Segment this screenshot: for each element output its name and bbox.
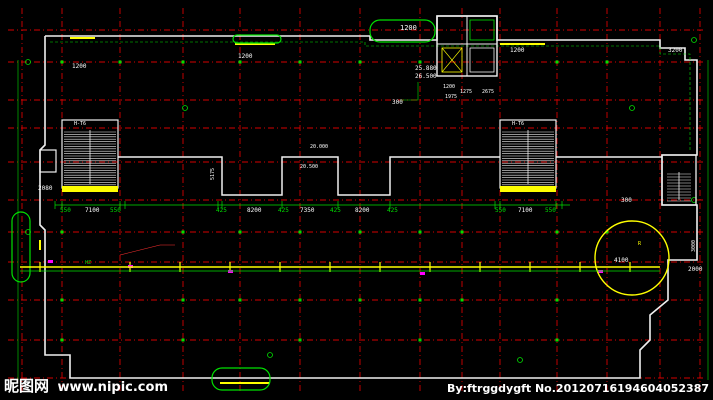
column-mark [418, 338, 422, 342]
dim-425-b: 425 [278, 207, 289, 214]
dim-3000: 3000 [691, 240, 697, 252]
dim-4100: 4100 [614, 257, 629, 264]
column-mark [555, 298, 559, 302]
magenta-mark [598, 270, 603, 273]
watermark-left: 昵图网 www.nipic.com [4, 375, 168, 396]
column-mark [181, 338, 185, 342]
right-stair: H-T6 [499, 119, 557, 192]
column-mark [358, 230, 362, 234]
column-mark [460, 298, 464, 302]
elev-mid: 20.000 [310, 144, 328, 150]
column-mark [181, 60, 185, 64]
column-mark [60, 230, 64, 234]
dim-7100-right: 7100 [518, 207, 533, 214]
right-small-stair [661, 154, 697, 206]
dim-425-d: 425 [387, 207, 398, 214]
column-mark [555, 338, 559, 342]
column-mark [118, 60, 122, 64]
marker-circle [25, 59, 31, 65]
top-note: 1200 [400, 24, 417, 32]
column-mark [238, 60, 242, 64]
column-mark [60, 60, 64, 64]
central-wall [118, 156, 500, 196]
marker-circle [182, 105, 188, 111]
green-callouts [11, 19, 436, 391]
column-mark [298, 338, 302, 342]
column-mark [605, 60, 609, 64]
dim-1975: 1975 [445, 94, 457, 100]
watermark-right: By:ftrggdygft No.20120716194604052387 [447, 382, 709, 395]
note-300b: 300 [621, 197, 632, 204]
column-mark [60, 338, 64, 342]
right-note-2: 3200 [668, 47, 683, 54]
elev-2: 26.500 [415, 73, 437, 80]
dim-8200-b: 8200 [355, 207, 370, 214]
marker-circle [691, 37, 697, 43]
hatch-label-right: H-T6 [512, 121, 524, 127]
column-mark [238, 230, 242, 234]
dim-550-d: 550 [545, 207, 556, 214]
dim-425-c: 425 [330, 207, 341, 214]
top-note-3: 1200 [510, 47, 525, 54]
dim-1200: 1200 [443, 84, 455, 90]
column-mark [181, 230, 185, 234]
left-column [39, 149, 57, 173]
column-mark [418, 298, 422, 302]
dim-7100-left: 7100 [85, 207, 100, 214]
dim-r: R [638, 241, 642, 247]
note-300a: 300 [392, 99, 403, 106]
dim-425-a: 425 [216, 207, 227, 214]
magenta-mark [420, 272, 425, 275]
magenta-mark [48, 260, 53, 263]
marker-circle [517, 357, 523, 363]
dim-8200-a: 8200 [247, 207, 262, 214]
circular-room [594, 220, 670, 296]
top-core [436, 15, 498, 77]
dim-1275: 1275 [460, 89, 472, 95]
column-mark [418, 60, 422, 64]
column-mark [238, 298, 242, 302]
column-mark [418, 230, 422, 234]
plan-details [17, 37, 709, 384]
watermark-url: www.nipic.com [57, 380, 168, 395]
dim-2000: 2000 [688, 266, 703, 273]
dim-7350: 7350 [300, 207, 315, 214]
dim-5175: 5175 [210, 168, 216, 180]
top-note-2: 1200 [238, 53, 253, 60]
axis-grid [8, 8, 705, 392]
column-mark [555, 60, 559, 64]
dim-550-c: 550 [495, 207, 506, 214]
left-note: 1200 [72, 63, 87, 70]
column-mark [181, 298, 185, 302]
column-mark [298, 298, 302, 302]
watermark-logo-text: 昵图网 [4, 377, 50, 395]
hz-label: HZ [85, 260, 91, 266]
leader-line-2 [119, 244, 175, 256]
dim-550-a: 550 [60, 207, 71, 214]
marker-circle [629, 105, 635, 111]
inner-dash [50, 41, 691, 150]
elev-1: 25.880 [415, 65, 437, 72]
column-mark [298, 230, 302, 234]
column-mark [298, 60, 302, 64]
column-mark [555, 230, 559, 234]
hatch-label-left: H-T6 [74, 121, 86, 127]
column-mark [60, 298, 64, 302]
leader-line [400, 82, 419, 101]
magenta-mark [228, 270, 233, 273]
dim-2675: 2675 [482, 89, 494, 95]
column-mark [358, 60, 362, 64]
dimension-texts: 1200 1200 1200 1200 3200 300 300 25.880 … [38, 24, 703, 273]
left-stair: H-T6 [61, 119, 119, 192]
elev-center: 20.500 [300, 164, 318, 170]
column-mark [605, 230, 609, 234]
dim-2080: 2080 [38, 185, 53, 192]
column-mark [358, 298, 362, 302]
column-mark [460, 230, 464, 234]
dim-550-b: 550 [110, 207, 121, 214]
marker-circle [267, 352, 273, 358]
